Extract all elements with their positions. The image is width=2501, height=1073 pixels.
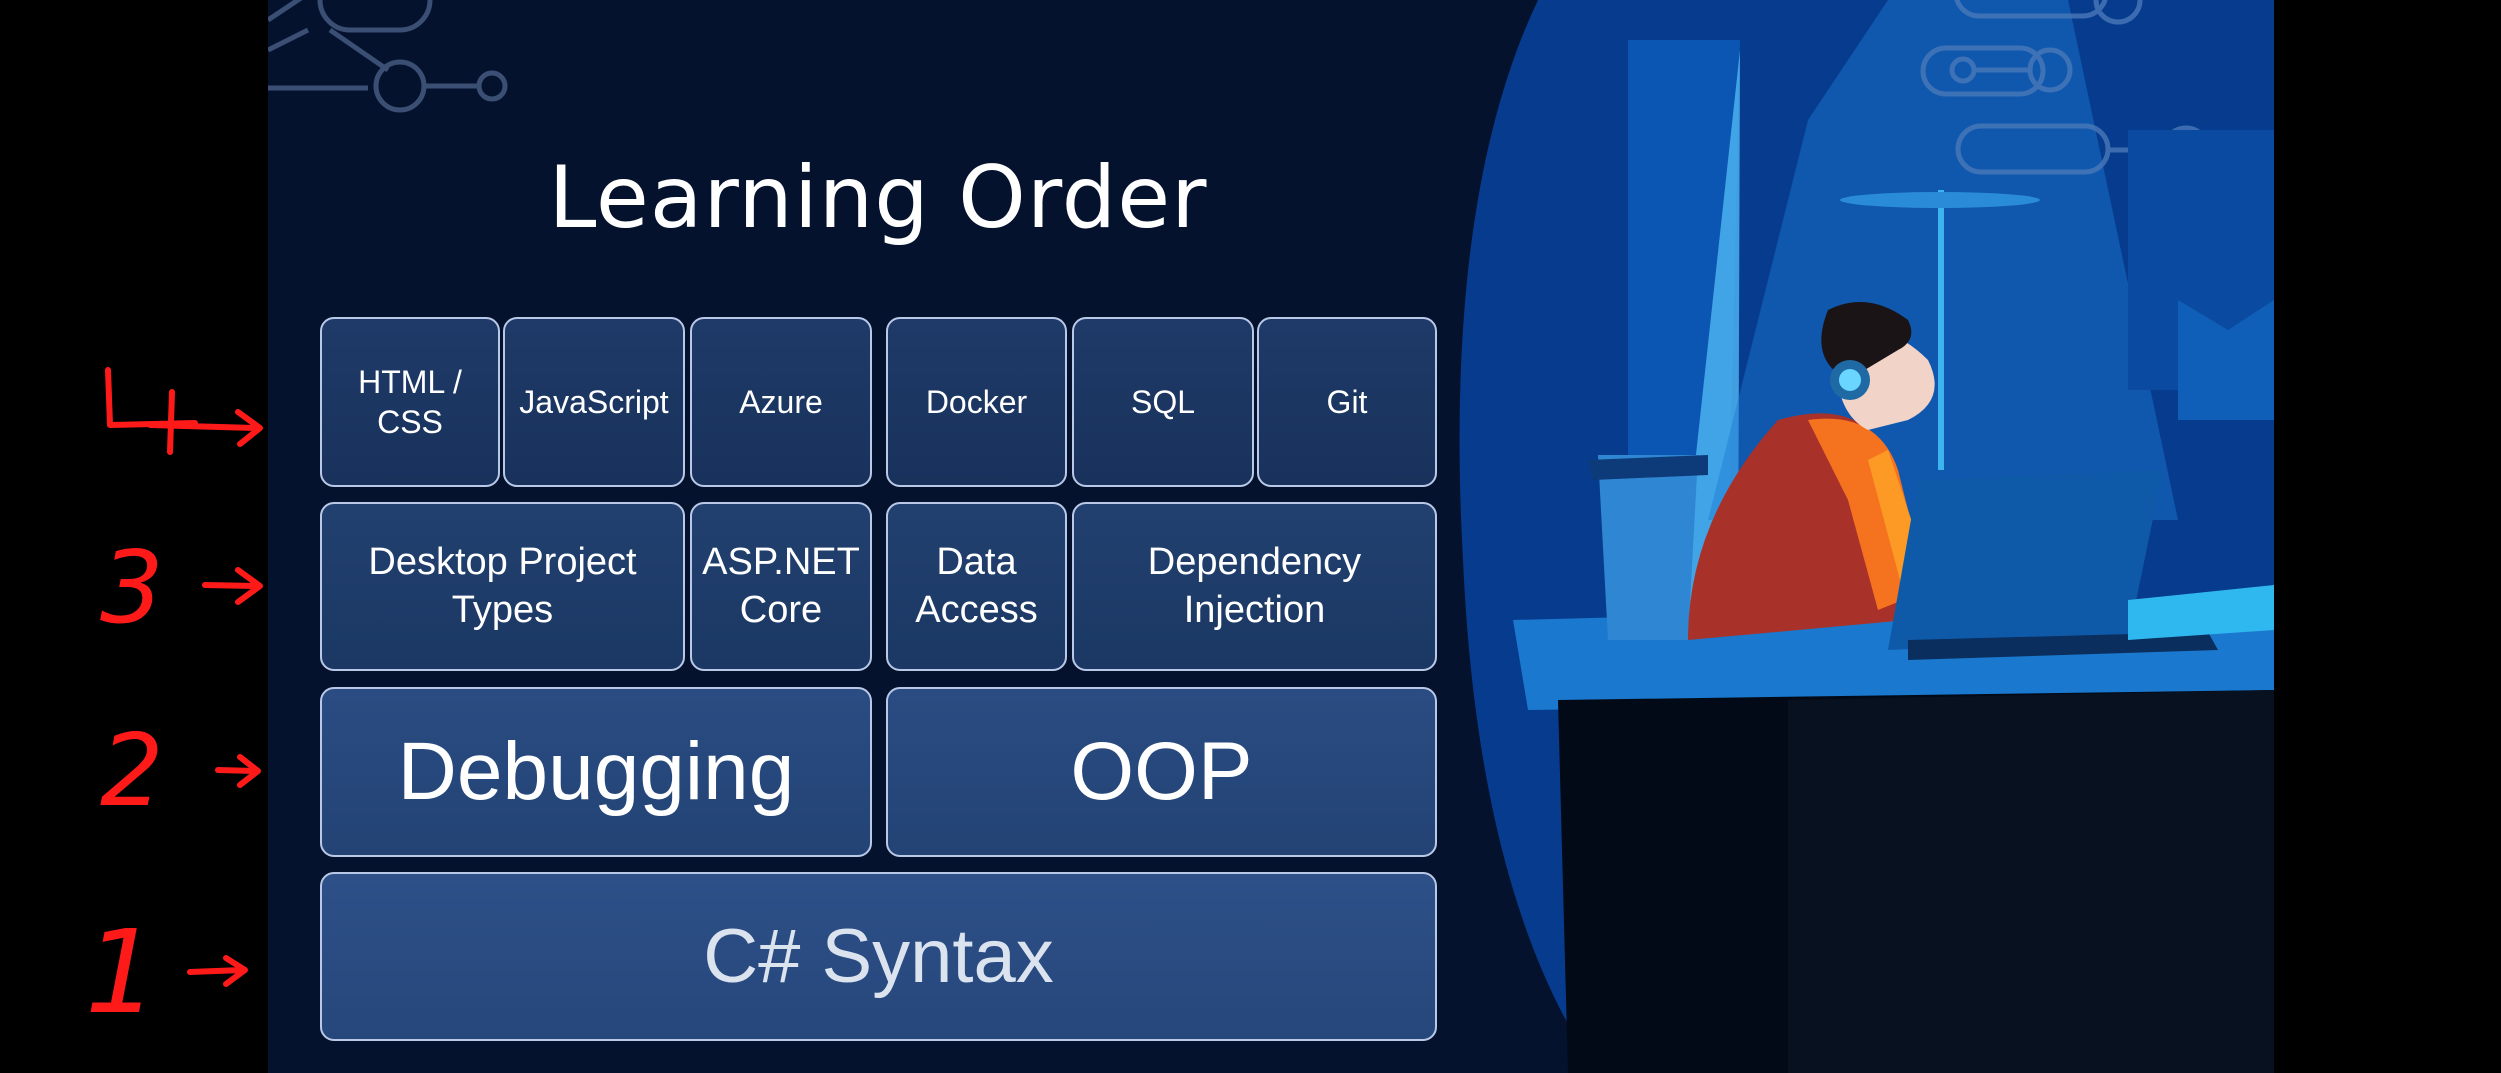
topic-box-dependency-injection: Dependency Injection [1072,502,1437,671]
topic-label: JavaScript [519,384,669,420]
annotation-number-1: 1 [85,906,158,1040]
topic-box-desktop-project-types: Desktop Project Types [320,502,685,671]
arrow-2-icon [215,754,261,788]
arrow-1-icon [187,955,248,987]
topic-label: ASP.NET Core [702,541,860,631]
topic-label: Data Access [915,541,1038,631]
annotation-number-3: 3 [100,529,164,646]
topic-box-csharp-syntax: C# Syntax [320,872,1437,1041]
topic-box-docker: Docker [886,317,1067,487]
topic-label: Docker [925,384,1028,420]
topic-label: HTML / CSS [358,364,462,440]
topic-box-oop: OOP [886,687,1437,857]
topic-box-azure: Azure [690,317,872,487]
slide-title: Learning Order [548,148,1208,248]
topic-label: Dependency Injection [1147,541,1362,631]
topic-box-git: Git [1257,317,1437,487]
annotation-number-2: 2 [100,712,164,829]
digit-4-stroke-icon [105,367,198,455]
topic-label: Git [1326,384,1368,420]
topic-box-aspnet-core: ASP.NET Core [690,502,872,671]
developer-illustration-icon [1459,0,2274,1073]
topic-label: Desktop Project Types [368,541,637,631]
annotation-layer: 4 3 2 1 [85,367,263,1040]
arrow-3-icon [202,567,263,605]
topic-label: SQL [1130,384,1196,420]
topic-label: Azure [739,384,823,420]
topic-label: Debugging [397,725,795,817]
topic-box-debugging: Debugging [320,687,872,857]
arrow-4-icon [147,409,263,447]
topic-box-data-access: Data Access [886,502,1067,671]
network-decoration-icon [268,0,508,113]
topic-box-html-css: HTML / CSS [320,317,500,487]
topic-box-javascript: JavaScript [503,317,685,487]
topic-box-sql: SQL [1072,317,1254,487]
topic-label: OOP [1070,725,1253,817]
topic-label: C# Syntax [703,914,1054,999]
